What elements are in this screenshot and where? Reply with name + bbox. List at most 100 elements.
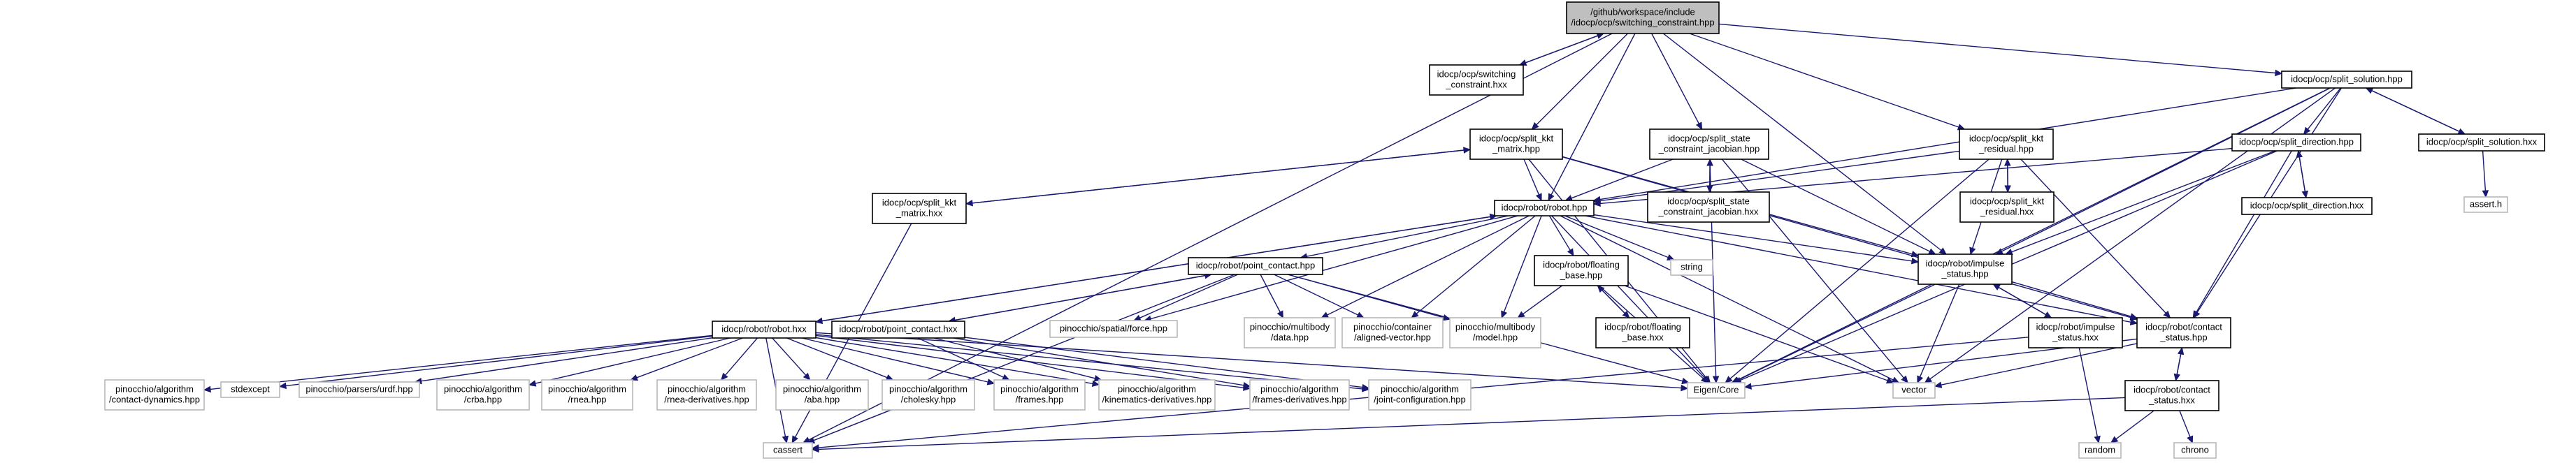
node-label-line: _status.hpp	[2159, 332, 2207, 343]
node-label-line: /model.hpp	[1473, 332, 1518, 343]
include-edge-root-to-kktres_hpp	[1689, 33, 1966, 131]
node-fb-hxx[interactable]: idocp/robot/floating_base.hxx	[1595, 317, 1690, 348]
node-alg-chol: pinocchio/algorithm/cholesky.hpp	[882, 379, 975, 411]
node-imp-hxx[interactable]: idocp/robot/impulse_status.hxx	[2028, 317, 2123, 348]
node-label-line: /rnea.hpp	[568, 395, 607, 405]
node-label-line: /frames-derivatives.hpp	[1252, 395, 1346, 405]
node-sol-hpp[interactable]: idocp/ocp/split_solution.hpp	[2281, 71, 2412, 89]
node-eigen: Eigen/Core	[1687, 382, 1746, 399]
node-label-line: _status.hpp	[1941, 269, 1988, 279]
node-label-line: idocp/robot/robot.hxx	[721, 324, 807, 335]
node-label-line: idocp/ocp/switching	[1437, 69, 1516, 80]
node-sol-hxx[interactable]: idocp/ocp/split_solution.hxx	[2418, 133, 2545, 152]
node-label-line: idocp/robot/floating	[1604, 322, 1681, 332]
include-edge-con_hxx-to-con_hpp	[2175, 346, 2185, 381]
node-label-line: pinocchio/spatial/force.hpp	[1060, 323, 1167, 334]
node-label-line: vector	[1901, 385, 1927, 395]
node-alg-kin: pinocchio/algorithm/kinematics-derivativ…	[1098, 379, 1216, 411]
node-ssj-hpp[interactable]: idocp/ocp/split_state_constraint_jacobia…	[1649, 128, 1769, 160]
node-con-hpp[interactable]: idocp/robot/contact_status.hpp	[2136, 317, 2231, 348]
node-label-line: pinocchio/algorithm	[783, 384, 861, 395]
node-label-line: idocp/ocp/split_kkt	[1970, 196, 2045, 207]
node-label-line: _status.hxx	[2148, 395, 2195, 406]
node-label-line: /joint-configuration.hpp	[1374, 395, 1466, 405]
include-edge-ssj_hpp-to-imp_hpp	[1741, 159, 1936, 255]
node-label-line: idocp/robot/contact	[2145, 322, 2222, 332]
node-robot-hpp[interactable]: idocp/robot/robot.hpp	[1494, 200, 1595, 216]
node-label-line: /crba.hpp	[464, 395, 502, 405]
include-edge-robot_hxx-to-alg_frames	[801, 337, 995, 385]
node-label-line: pinocchio/algorithm	[889, 384, 967, 395]
include-edge-pc_hpp-to-mb_data	[1260, 274, 1283, 319]
node-label-line: idocp/ocp/split_direction.hxx	[2250, 200, 2364, 211]
node-con-hxx[interactable]: idocp/robot/contact_status.hxx	[2124, 380, 2219, 411]
node-label-line: chrono	[2181, 445, 2209, 455]
include-edge-robot_hxx-to-alg_rnea	[630, 337, 743, 381]
node-label-line: _constraint.hxx	[1445, 80, 1507, 90]
node-label-line: pinocchio/algorithm	[548, 384, 626, 395]
node-label-line: stdexcept	[231, 384, 270, 395]
node-robot-hxx[interactable]: idocp/robot/robot.hxx	[712, 321, 816, 339]
node-label-line: idocp/robot/point_contact.hpp	[1196, 260, 1316, 271]
node-dir-hpp[interactable]: idocp/ocp/split_direction.hpp	[2231, 133, 2361, 152]
node-label-line: _matrix.hxx	[895, 208, 943, 219]
node-mb-data: pinocchio/multibody/data.hpp	[1244, 317, 1336, 348]
include-edge-robot_hpp-to-pc_hpp	[1300, 215, 1509, 260]
include-edge-sw_hxx-to-root	[1519, 32, 1605, 66]
node-label-line: idocp/ocp/split_solution.hxx	[2426, 137, 2538, 147]
node-alg-aba: pinocchio/algorithm/aba.hpp	[775, 379, 869, 411]
include-edge-pc_hpp-to-force	[1133, 274, 1239, 321]
node-dir-hxx[interactable]: idocp/ocp/split_direction.hxx	[2241, 197, 2373, 215]
node-label-line: idocp/robot/point_contact.hxx	[839, 324, 958, 335]
node-label-line: pinocchio/algorithm	[1118, 384, 1196, 395]
node-pc-hxx[interactable]: idocp/robot/point_contact.hxx	[831, 321, 965, 339]
node-label-line: pinocchio/algorithm	[444, 384, 522, 395]
node-label-line: assert.h	[2470, 199, 2502, 210]
include-edge-robot_hpp-to-mb_data	[1321, 215, 1530, 318]
include-edge-kkt_hxx-to-kkt_hpp	[965, 147, 1472, 205]
node-sw-hxx[interactable]: idocp/ocp/switching_constraint.hxx	[1429, 64, 1524, 96]
node-assert-h: assert.h	[2463, 196, 2508, 213]
node-label-line: idocp/robot/contact	[2134, 385, 2210, 395]
include-edge-robot_hxx-to-alg_rnead	[721, 337, 758, 381]
node-label-line: _residual.hxx	[1980, 207, 2034, 217]
node-kkt-hxx[interactable]: idocp/ocp/split_kkt_matrix.hxx	[872, 193, 967, 224]
node-fb-hpp[interactable]: idocp/robot/floating_base.hpp	[1534, 255, 1629, 286]
node-label-line: idocp/robot/impulse	[2036, 322, 2115, 332]
node-cassert: cassert	[763, 442, 813, 459]
node-alg-framesd: pinocchio/algorithm/frames-derivatives.h…	[1249, 379, 1350, 411]
include-edge-root-to-kkt_hpp	[1531, 33, 1628, 130]
include-edge-con_hxx-to-random	[2110, 410, 2154, 443]
node-chrono: chrono	[2173, 442, 2217, 459]
include-edge-root-to-sol_hpp	[1718, 23, 2283, 77]
include-edge-imp_hpp-to-con_hpp	[2011, 281, 2138, 320]
node-imp-hpp[interactable]: idocp/robot/impulse_status.hpp	[1917, 253, 2013, 285]
node-label-line: string	[1681, 262, 1703, 272]
node-kktres-hpp[interactable]: idocp/ocp/split_kkt_residual.hpp	[1959, 128, 2054, 160]
node-label-line: idocp/ocp/split_kkt	[1479, 133, 1554, 144]
include-edge-pc_hpp-to-aligned	[1274, 274, 1365, 318]
include-edge-sol_hpp-to-robot_hpp	[1592, 87, 2296, 203]
include-edge-pc_hxx-to-alg_joint	[964, 337, 1370, 391]
node-kkt-hpp[interactable]: idocp/ocp/split_kkt_matrix.hpp	[1469, 128, 1563, 160]
node-kktres-hxx[interactable]: idocp/ocp/split_kkt_residual.hxx	[1959, 191, 2055, 223]
node-ssj-hxx[interactable]: idocp/ocp/split_state_constraint_jacobia…	[1647, 191, 1770, 223]
include-edge-con_hxx-to-chrono	[2179, 410, 2194, 444]
node-label-line: /aba.hpp	[805, 395, 840, 405]
node-pc-hpp[interactable]: idocp/robot/point_contact.hpp	[1188, 257, 1323, 275]
include-edge-root-to-robot_hpp	[1548, 33, 1636, 202]
include-edge-robot_hpp-to-mb_model	[1501, 215, 1542, 319]
include-edge-robot_hxx-to-stdexcept	[278, 335, 713, 390]
node-root: /github/workspace/include/idocp/ocp/swit…	[1566, 1, 1720, 34]
include-edge-con_hxx-to-cassert	[811, 397, 2126, 453]
node-alg-rnea: pinocchio/algorithm/rnea.hpp	[541, 379, 633, 411]
node-alg-rnead: pinocchio/algorithm/rnea-derivatives.hpp	[656, 379, 757, 411]
node-label-line: idocp/ocp/split_state	[1668, 133, 1750, 144]
node-alg-cd: pinocchio/algorithm/contact-dynamics.hpp	[104, 379, 205, 411]
node-label-line: idocp/robot/floating	[1543, 260, 1620, 270]
node-string: string	[1670, 259, 1713, 276]
node-label-line: _base.hpp	[1560, 270, 1603, 281]
include-edge-imp_hpp-to-vector	[1917, 284, 1960, 384]
node-label-line: _base.hxx	[1621, 332, 1664, 343]
node-label-line: idocp/ocp/split_state	[1667, 196, 1750, 207]
